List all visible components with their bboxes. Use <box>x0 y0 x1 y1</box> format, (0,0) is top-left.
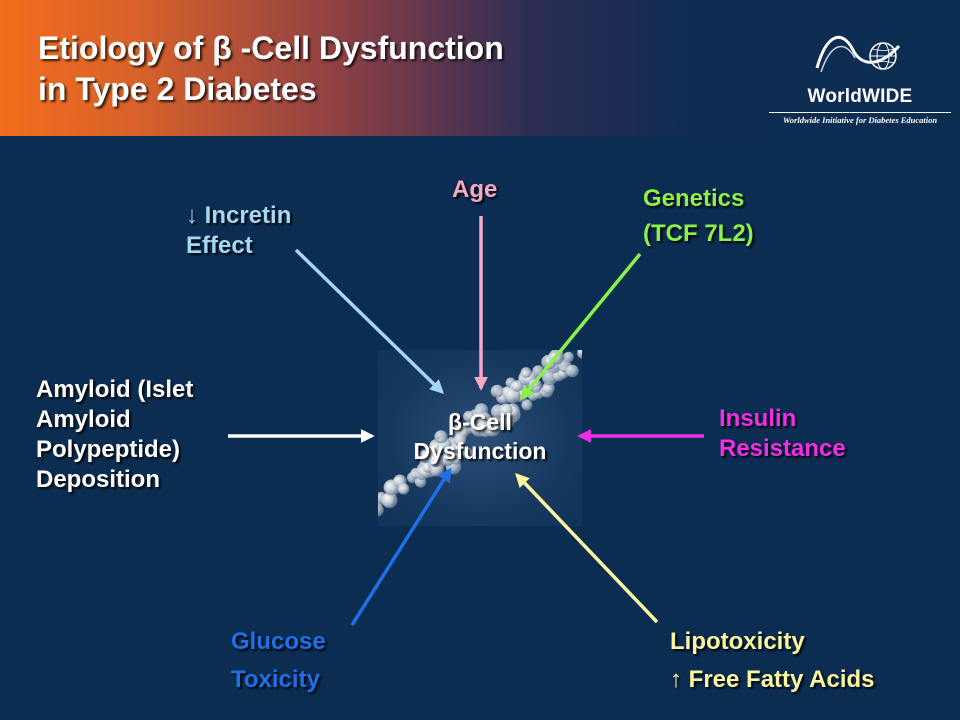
factor-incretin: ↓ Incretin Effect <box>186 201 291 261</box>
factor-glucose-line-2: Toxicity <box>231 666 320 693</box>
molecule-sphere <box>499 403 513 417</box>
factor-amyloid: Amyloid (Islet Amyloid Polypeptide) Depo… <box>36 375 193 495</box>
title-banner: Etiology of β -Cell Dysfunction in Type … <box>0 0 960 136</box>
molecule-sphere <box>450 453 462 465</box>
arrow-lipotoxicity <box>515 472 659 624</box>
factor-age-line-1: Age <box>452 176 498 203</box>
molecule-sphere <box>418 449 432 464</box>
factor-lipotoxicity-line-2: ↑ Free Fatty Acids <box>670 666 875 693</box>
arrow-genetics <box>520 252 642 401</box>
globe-swoosh-icon <box>815 35 901 73</box>
factor-insulin-line-1: Insulin <box>719 405 797 432</box>
slide-title: Etiology of β -Cell Dysfunction in Type … <box>38 28 504 110</box>
arrow-glucose <box>350 467 452 626</box>
molecule-sphere <box>462 447 473 459</box>
factor-insulin-resistance: Insulin Resistance <box>719 404 846 464</box>
factor-insulin-line-2: Resistance <box>719 435 846 462</box>
factor-amyloid-line-3: Polypeptide) <box>36 436 181 463</box>
logo-tagline: Worldwide Initiative for Diabetes Educat… <box>782 115 938 125</box>
factor-glucose-line-1: Glucose <box>231 628 326 655</box>
factor-lipotoxicity: Lipotoxicity ↑ Free Fatty Acids <box>670 623 875 699</box>
molecule-sphere <box>490 384 504 398</box>
factor-glucose-toxicity: Glucose Toxicity <box>231 623 326 699</box>
molecule-sphere <box>450 443 461 454</box>
molecule-sphere <box>398 483 410 495</box>
center-node-label: β-Cell Dysfunction <box>398 408 562 466</box>
molecule-sphere <box>520 367 532 378</box>
factor-amyloid-line-4: Deposition <box>36 466 160 493</box>
molecule-sphere <box>484 421 500 437</box>
title-line-1: Etiology of β -Cell Dysfunction <box>38 30 504 66</box>
factor-amyloid-line-1: Amyloid (Islet <box>36 376 194 403</box>
molecule-sphere <box>563 351 574 363</box>
factor-genetics-line-2: (TCF 7L2) <box>643 220 754 247</box>
molecule-sphere <box>505 388 521 404</box>
factor-amyloid-line-2: Amyloid <box>36 406 131 433</box>
molecule-sphere <box>434 430 448 444</box>
factor-genetics: Genetics (TCF 7L2) <box>643 181 754 251</box>
molecule-sphere <box>566 364 579 378</box>
factor-lipotoxicity-line-1: Lipotoxicity <box>670 628 805 655</box>
factor-genetics-line-1: Genetics <box>643 185 745 212</box>
molecule-sphere <box>463 410 475 423</box>
logo-divider <box>769 112 951 113</box>
title-line-2: in Type 2 Diabetes <box>38 71 317 107</box>
factor-age: Age <box>452 175 497 205</box>
center-line-2: Dysfunction <box>413 438 547 464</box>
molecule-sphere <box>521 399 533 411</box>
molecule-sphere <box>428 452 443 468</box>
arrow-incretin <box>294 248 445 394</box>
molecule-sphere <box>453 433 467 447</box>
worldwide-logo: WorldWIDE Worldwide Initiative for Diabe… <box>765 28 955 128</box>
factor-incretin-line-2: Effect <box>186 232 253 259</box>
logo-wordmark: WorldWIDE <box>807 86 913 107</box>
center-line-1: β-Cell <box>448 409 512 435</box>
molecule-sphere <box>381 492 398 509</box>
factor-incretin-line-1: ↓ Incretin <box>186 202 292 229</box>
